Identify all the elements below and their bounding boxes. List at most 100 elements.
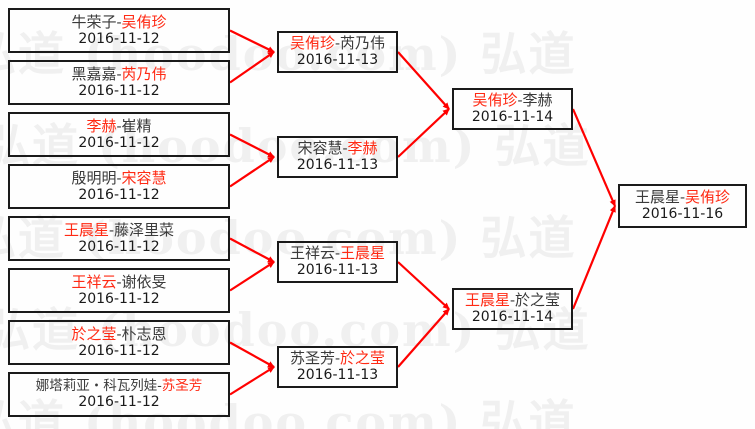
bracket-connector xyxy=(571,108,617,207)
match-date: 2016-11-12 xyxy=(78,134,160,151)
player-right: 宋容慧 xyxy=(121,168,167,187)
match-date: 2016-11-13 xyxy=(296,367,379,384)
player-left: 殷明明 xyxy=(71,168,117,187)
player-left: 王祥云 xyxy=(289,244,335,263)
player-right: 朴志恩 xyxy=(121,324,167,343)
match-date: 2016-11-12 xyxy=(78,342,160,359)
match-players: 王晨星-藤泽里菜 xyxy=(63,220,175,239)
player-separator: - xyxy=(679,188,686,207)
match-date: 2016-11-12 xyxy=(78,393,160,410)
match-date: 2016-11-13 xyxy=(296,52,379,69)
player-right: 於之莹 xyxy=(515,291,561,310)
player-right: 谢依旻 xyxy=(121,272,167,291)
player-separator: - xyxy=(116,64,122,83)
match-players: 於之莹-朴志恩 xyxy=(71,324,167,343)
bracket-connector xyxy=(229,51,275,84)
bracket-connector xyxy=(229,366,275,396)
bracket-connector xyxy=(229,29,275,53)
player-separator: - xyxy=(517,91,523,110)
match-players: 李赫-崔精 xyxy=(86,116,152,135)
match-players: 王祥云-王晨星 xyxy=(290,245,385,262)
match-players: 吴侑珍-李赫 xyxy=(472,92,552,109)
player-right: 芮乃伟 xyxy=(121,64,167,83)
player-right: 苏圣芳 xyxy=(161,377,203,394)
player-right: 於之莹 xyxy=(340,349,386,368)
match-players: 牛荣子-吴侑珍 xyxy=(71,12,167,31)
player-separator: - xyxy=(108,220,115,239)
bracket-connector xyxy=(229,133,275,158)
match-date: 2016-11-13 xyxy=(296,262,379,279)
bracket-connector xyxy=(397,261,450,310)
match-date: 2016-11-14 xyxy=(471,309,554,326)
player-left: 王晨星 xyxy=(464,291,510,310)
match-players: 娜塔莉亚・科瓦列娃-苏圣芳 xyxy=(35,377,203,394)
player-left: 王晨星 xyxy=(634,188,680,207)
bracket-connector xyxy=(229,156,275,188)
bracket-connector xyxy=(229,261,275,292)
player-left: 王晨星 xyxy=(63,220,109,239)
player-right: 藤泽里菜 xyxy=(114,220,175,239)
match-date: 2016-11-12 xyxy=(78,82,160,99)
player-separator: - xyxy=(157,377,162,394)
match-date: 2016-11-12 xyxy=(78,30,160,47)
player-separator: - xyxy=(509,291,516,310)
bracket-connector xyxy=(571,205,617,310)
player-left: 苏圣芳 xyxy=(289,349,335,368)
player-left: 李赫 xyxy=(86,116,117,135)
player-separator: - xyxy=(334,349,341,368)
player-separator: - xyxy=(116,324,122,343)
player-right: 吴侑珍 xyxy=(685,188,731,207)
match-date: 2016-11-12 xyxy=(78,290,160,307)
player-separator: - xyxy=(342,139,348,158)
player-right: 芮乃伟 xyxy=(340,34,386,53)
match-players: 殷明明-宋容慧 xyxy=(71,168,167,187)
player-left: 娜塔莉亚・科瓦列娃 xyxy=(35,377,158,394)
player-separator: - xyxy=(334,244,341,263)
player-left: 吴侑珍 xyxy=(472,91,518,110)
bracket-connector xyxy=(397,308,450,368)
player-left: 黑嘉嘉 xyxy=(71,64,117,83)
match-players: 黑嘉嘉-芮乃伟 xyxy=(71,64,167,83)
player-separator: - xyxy=(116,116,122,135)
match-date: 2016-11-12 xyxy=(78,186,160,203)
player-separator: - xyxy=(116,12,122,31)
player-left: 宋容慧 xyxy=(297,139,343,158)
bracket-connector xyxy=(397,51,450,110)
player-left: 牛荣子 xyxy=(71,12,117,31)
bracket-connector xyxy=(397,108,450,158)
player-right: 王晨星 xyxy=(340,244,386,263)
match-players: 王祥云-谢依旻 xyxy=(71,272,167,291)
bracket-connector xyxy=(229,341,275,368)
match-players: 宋容慧-李赫 xyxy=(297,140,377,157)
bracket-connector xyxy=(229,237,275,263)
player-right: 李赫 xyxy=(347,139,378,158)
match-players: 吴侑珍-芮乃伟 xyxy=(290,35,385,52)
match-date: 2016-11-12 xyxy=(78,238,160,255)
player-right: 李赫 xyxy=(522,91,553,110)
player-right: 吴侑珍 xyxy=(121,12,167,31)
player-separator: - xyxy=(334,34,341,53)
player-left: 吴侑珍 xyxy=(289,34,335,53)
player-right: 崔精 xyxy=(121,116,152,135)
player-separator: - xyxy=(116,168,122,187)
player-left: 於之莹 xyxy=(71,324,117,343)
player-separator: - xyxy=(116,272,122,291)
match-date: 2016-11-16 xyxy=(641,206,724,223)
match-players: 苏圣芳-於之莹 xyxy=(290,350,385,367)
